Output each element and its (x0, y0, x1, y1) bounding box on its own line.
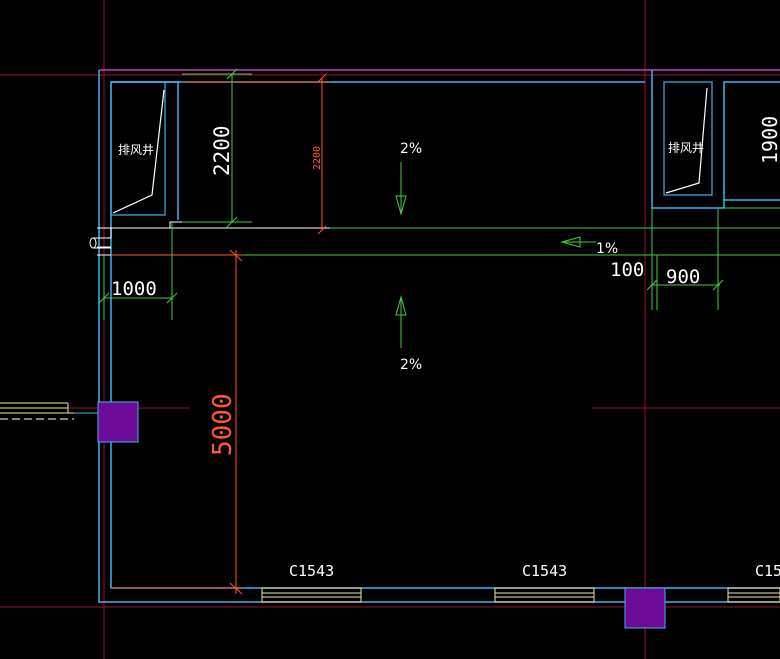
window-2-frame (494, 587, 595, 603)
tick-5000-top (229, 249, 243, 262)
dim-2200-small-tick-top (317, 73, 327, 83)
dim-2200-text: 2200 (210, 125, 234, 176)
orange-dimensions (111, 73, 330, 595)
right-exhaust-shaft: 排风井 (663, 81, 713, 196)
left-edge-element (0, 402, 99, 420)
slope-arrow-left-head (560, 236, 581, 248)
window-3-frame (727, 587, 780, 603)
dim-1900-text: 1900 (758, 116, 780, 164)
slope-arrow-up-head (395, 295, 407, 316)
right-shaft-symbol (665, 87, 708, 194)
lower-green-dimensions (98, 208, 724, 320)
window-2 (494, 587, 595, 603)
tick-1000-right (166, 292, 178, 304)
left-shaft-box (110, 81, 166, 216)
tick-2200-top (226, 68, 238, 80)
top-dimension-lines (182, 68, 780, 228)
window-2-label: C1543 (522, 562, 567, 580)
tick-900-right (712, 279, 724, 291)
dim-1000-text: 1000 (111, 278, 157, 300)
left-shaft-label: 排风井 (118, 143, 154, 157)
tick-5000-bottom (229, 582, 243, 595)
downpipe-outlet (89, 237, 111, 249)
column-left (97, 401, 139, 443)
column-bottom (624, 587, 666, 629)
window-1-label: C1543 (289, 562, 334, 580)
tick-1000-left (98, 292, 110, 304)
tick-900-left (646, 279, 658, 291)
gutter-mid-step (169, 221, 182, 228)
window-1 (261, 587, 362, 603)
slope-top-text: 2% (400, 141, 422, 157)
dim-100-text: 100 (610, 259, 644, 281)
slope-arrows (395, 162, 596, 348)
tick-2200-bottom (226, 216, 238, 228)
window-3 (727, 587, 780, 603)
window-1-frame (261, 587, 362, 603)
slope-bottom-text: 2% (400, 357, 422, 373)
right-shaft-label: 排风井 (668, 141, 704, 155)
left-exhaust-shaft: 排风井 (110, 81, 166, 216)
window-3-label: C15 (755, 562, 780, 580)
dim-5000-text: 5000 (208, 393, 238, 456)
dim-2200-small-tick-bottom (317, 225, 327, 235)
dim-900-text: 900 (666, 266, 700, 288)
slope-arrow-down-head (395, 195, 407, 216)
slope-gutter-text: 1% (596, 241, 618, 257)
right-shaft-box (663, 81, 713, 196)
dim-2200-small-text: 2200 (312, 146, 323, 170)
left-shaft-symbol (112, 89, 165, 214)
